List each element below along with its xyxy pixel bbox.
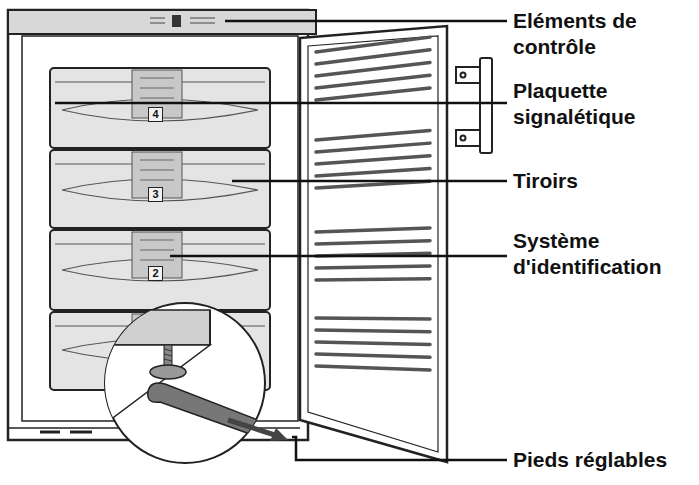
shelf-line	[316, 156, 430, 164]
shelf-line	[316, 181, 430, 188]
callout-label: Plaquette signalétique	[513, 78, 697, 130]
callout-label: Eléments de contrôle	[513, 8, 697, 60]
leader-lines	[55, 21, 507, 460]
shelf-line	[316, 342, 430, 345]
shelf-line	[316, 366, 430, 370]
shelf-line	[316, 279, 430, 280]
drawer-number-tag: 3	[148, 187, 163, 202]
callout-number: 3	[152, 189, 158, 200]
callout-label: Tiroirs	[513, 168, 697, 194]
handle	[456, 58, 492, 153]
shelf-line	[316, 318, 430, 319]
shelf-line	[316, 354, 430, 357]
callout-number: 4	[152, 109, 158, 120]
drawer-number-tag: 2	[148, 266, 163, 281]
shelf-line	[316, 228, 430, 232]
shelf-line	[316, 241, 430, 244]
shelf-line	[316, 266, 430, 268]
shelf-line	[316, 75, 430, 88]
callout-number: 2	[152, 268, 158, 279]
foot-detail	[100, 303, 288, 463]
shelf-line	[316, 63, 430, 76]
shelf-line	[316, 130, 430, 140]
callout-label: Pieds réglables	[513, 447, 697, 473]
display	[172, 15, 181, 27]
shelf-line	[316, 37, 430, 52]
drawer-number-tag: 4	[148, 107, 163, 122]
callout-label: Système d'identification	[513, 228, 697, 280]
shelf-line	[316, 88, 430, 100]
shelf-line	[316, 143, 430, 152]
shelf-line	[316, 330, 430, 332]
door	[300, 26, 447, 462]
shelf-line	[316, 169, 430, 176]
shelf-line	[316, 50, 430, 64]
door-shelves	[316, 37, 430, 370]
